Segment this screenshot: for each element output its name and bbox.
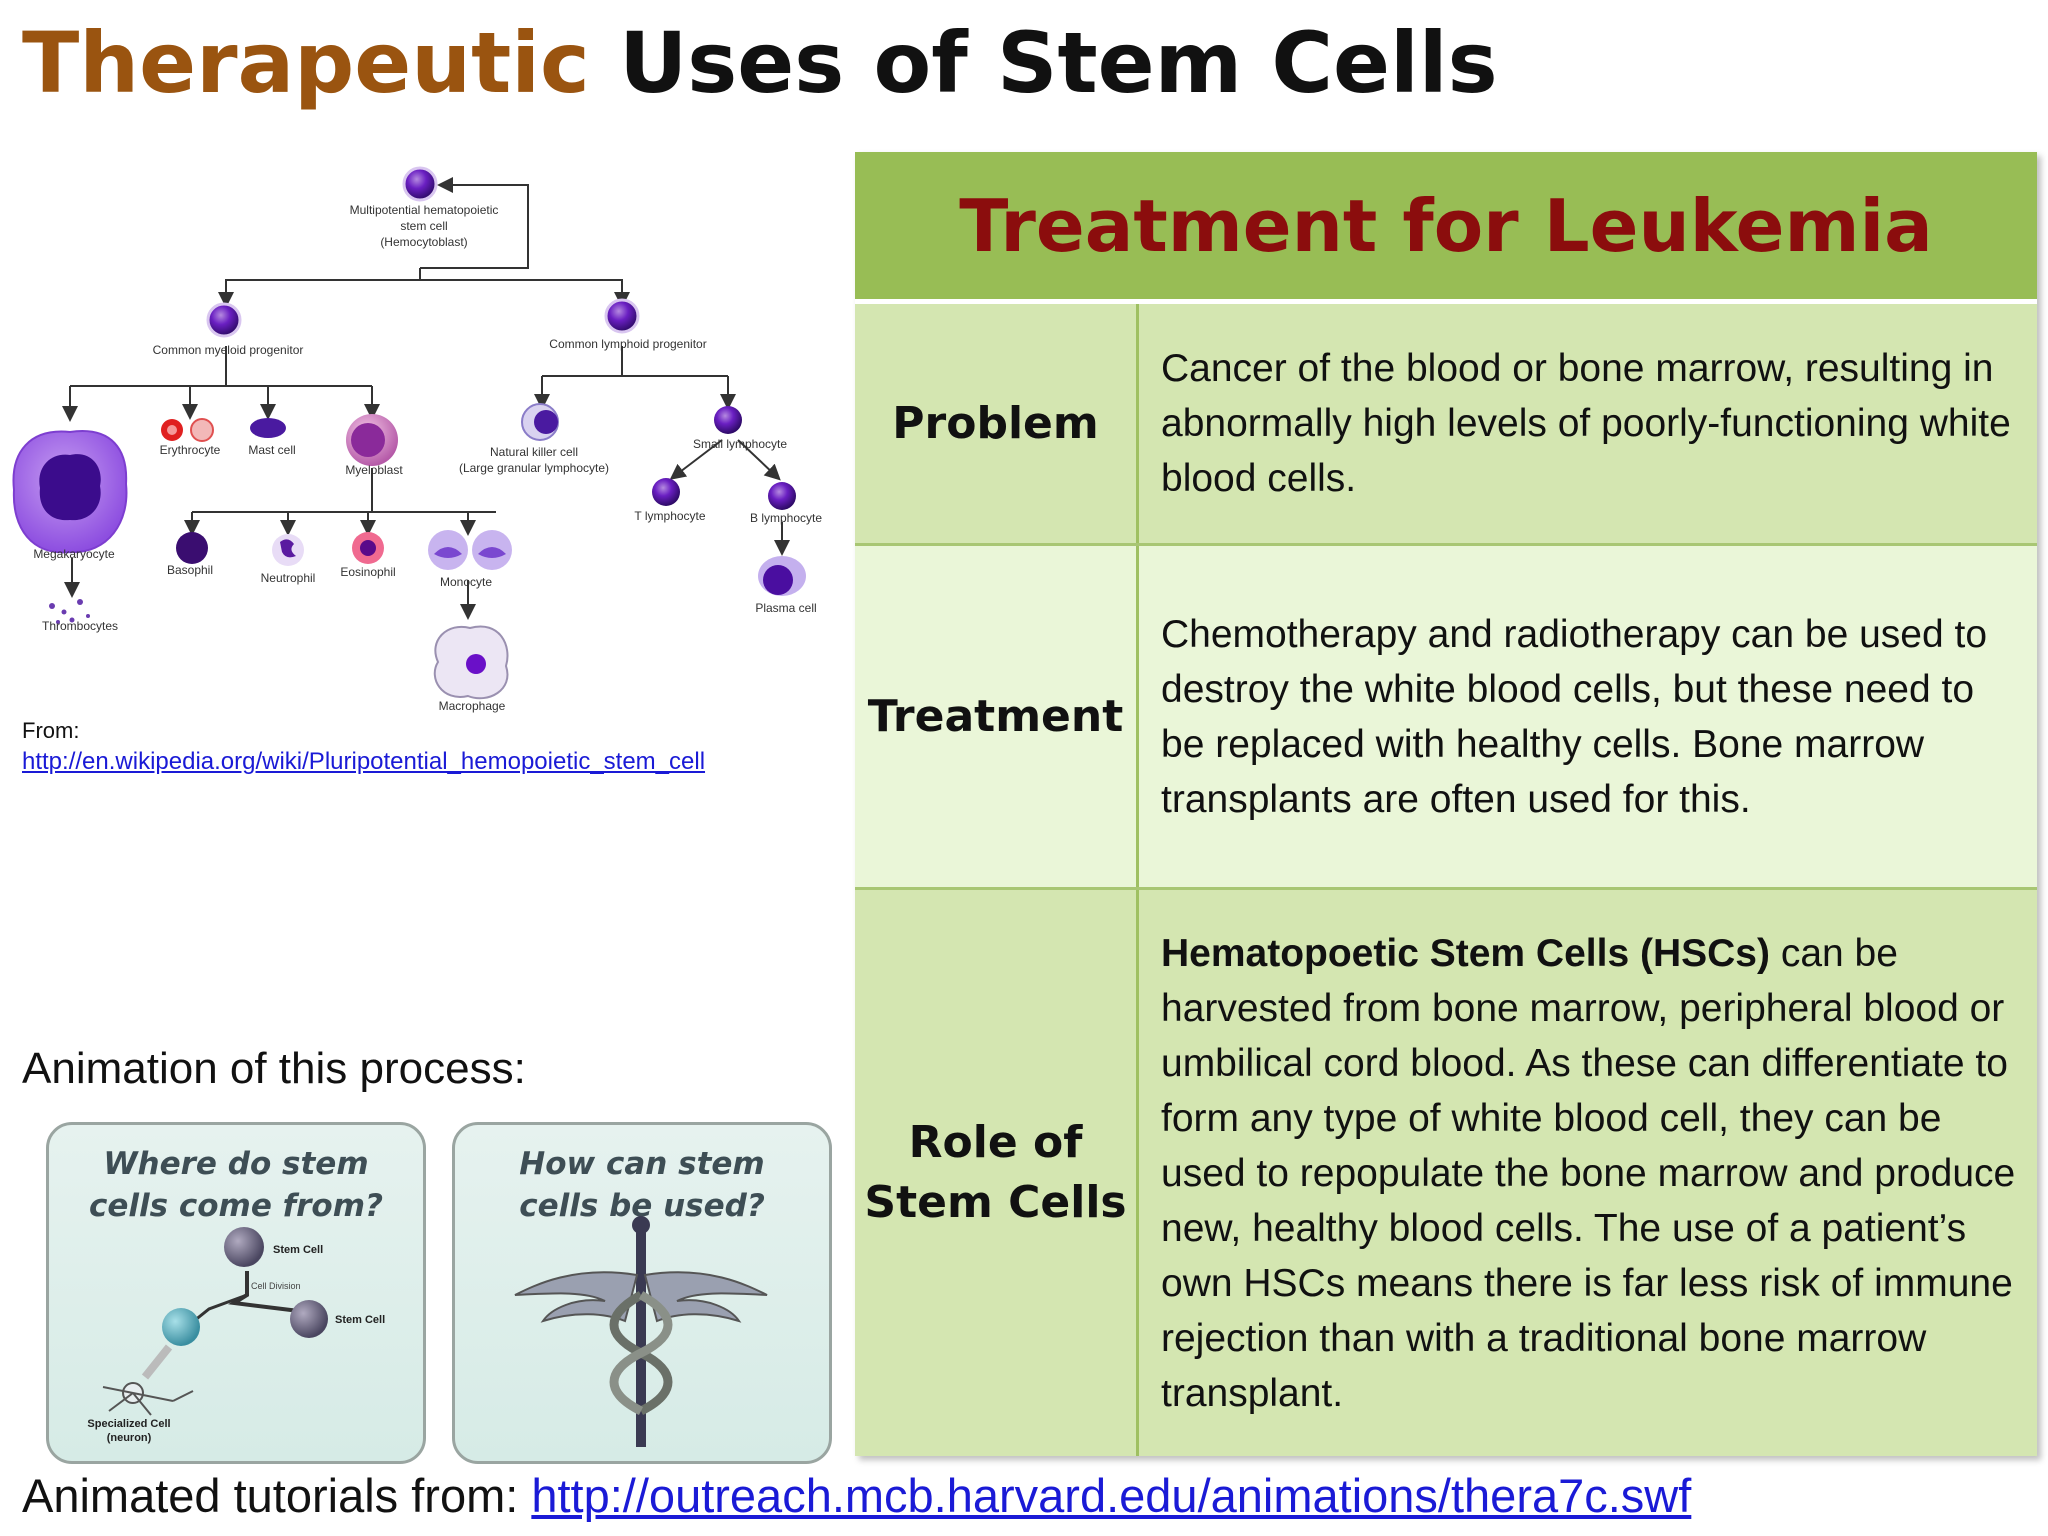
label-hsc-1: Multipotential hematopoietic (350, 203, 499, 217)
label-t-lymphocyte: T lymphocyte (634, 509, 705, 523)
table-header: Treatment for Leukemia (855, 152, 2037, 304)
hematopoiesis-diagram: Multipotential hematopoietic stem cell (… (0, 150, 840, 730)
label-hsc-3: (Hemocytoblast) (380, 235, 467, 249)
thumb1-stem-cell: Stem Cell (273, 1244, 323, 1256)
animation-thumbnail-how[interactable]: How can stem cells be used? (452, 1122, 832, 1464)
footer: Animated tutorials from: http://outreach… (22, 1468, 1691, 1523)
thumb1-caption: Where do stem cells come from? (88, 1146, 384, 1224)
thumb1-neuron: (neuron) (107, 1432, 152, 1444)
title-accent: Therapeutic (22, 14, 590, 112)
hematopoiesis-diagram-svg: Multipotential hematopoietic stem cell (… (12, 166, 822, 713)
label-neutrophil: Neutrophil (261, 571, 316, 585)
label-hsc-2: stem cell (400, 219, 447, 233)
thumb2-caption: How can stem cells be used? (519, 1146, 765, 1224)
label-eosinophil: Eosinophil (340, 565, 395, 579)
label-megakaryocyte: Megakaryocyte (33, 547, 115, 561)
table-header-title: Treatment for Leukemia (959, 183, 1933, 268)
source-link[interactable]: http://en.wikipedia.org/wiki/Pluripotent… (22, 748, 706, 775)
label-monocyte: Monocyte (440, 575, 492, 589)
animation-label: Animation of this process: (22, 1044, 526, 1093)
label-nk-1: Natural killer cell (490, 445, 578, 459)
row-label-treatment: Treatment (855, 546, 1139, 887)
label-myeloblast: Myeloblast (345, 463, 403, 477)
table-row-role: Role of Stem Cells Hematopoetic Stem Cel… (855, 890, 2037, 1456)
caduceus-icon (514, 1216, 768, 1447)
row-text-treatment: Chemotherapy and radiotherapy can be use… (1161, 612, 1988, 821)
label-lymphoid: Common lymphoid progenitor (549, 337, 706, 351)
hsc-bold: Hematopoetic Stem Cells (HSCs) (1161, 931, 1770, 975)
thumb1-stem-cell-2: Stem Cell (335, 1314, 385, 1326)
table-row-problem: Problem Cancer of the blood or bone marr… (855, 304, 2037, 546)
row-label-role: Role of Stem Cells (855, 890, 1139, 1456)
title-rest: Uses of Stem Cells (619, 14, 1498, 112)
thumb1-division: Cell Division (251, 1281, 301, 1291)
row-text-problem: Cancer of the blood or bone marrow, resu… (1161, 347, 2011, 500)
stem-cell-division-illustration: Stem Cell Cell Division Stem Cell Specia… (87, 1227, 385, 1444)
label-myeloid: Common myeloid progenitor (153, 343, 304, 357)
label-thrombocytes: Thrombocytes (42, 619, 118, 633)
label-nk-2: (Large granular lymphocyte) (459, 461, 609, 475)
label-plasma-cell: Plasma cell (755, 601, 816, 615)
row-text-role: Hematopoetic Stem Cells (HSCs) can be ha… (1161, 931, 2016, 1415)
animation-thumbnail-where[interactable]: Where do stem cells come from? Stem Cell… (46, 1122, 426, 1464)
label-basophil: Basophil (167, 563, 213, 577)
page-title: Therapeutic Uses of Stem Cells (22, 14, 1498, 112)
label-b-lymphocyte: B lymphocyte (750, 511, 822, 525)
table-row-treatment: Treatment Chemotherapy and radiotherapy … (855, 546, 2037, 890)
footer-link[interactable]: http://outreach.mcb.harvard.edu/animatio… (531, 1469, 1692, 1522)
row-label-problem: Problem (855, 304, 1139, 543)
label-small-lymphocyte: Small lymphocyte (693, 437, 787, 451)
source-from-label: From: (22, 718, 80, 743)
label-erythrocyte: Erythrocyte (160, 443, 221, 457)
label-mast-cell: Mast cell (248, 443, 295, 457)
label-macrophage: Macrophage (439, 699, 506, 713)
leukemia-table: Treatment for Leukemia Problem Cancer of… (855, 152, 2037, 1456)
footer-prefix: Animated tutorials from: (22, 1469, 532, 1522)
thumb1-specialized: Specialized Cell (87, 1418, 170, 1430)
